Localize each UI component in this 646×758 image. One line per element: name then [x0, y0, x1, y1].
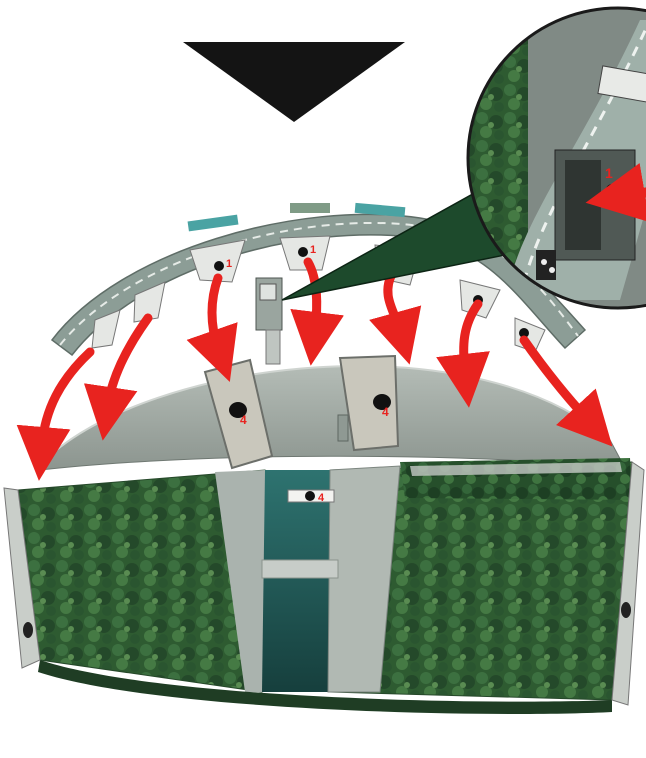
center-tab-hole: [305, 491, 315, 501]
top-block-2: [290, 203, 330, 213]
down-triangle-icon: [183, 42, 405, 122]
slot-label-right: 4: [382, 405, 389, 419]
side-hole-right: [621, 602, 631, 618]
top-block-1: [188, 215, 239, 232]
lower-part: 4 4 4: [4, 356, 644, 714]
arrow-4: [308, 262, 317, 330]
slot-label-left: 4: [240, 413, 247, 427]
zoom-label: 1: [605, 165, 613, 181]
side-hole-left: [23, 622, 33, 638]
dome-post: [338, 415, 348, 441]
dome-surface: [40, 366, 625, 470]
post-base: [266, 330, 280, 364]
zoom-arrow: [625, 190, 646, 196]
arrow-3: [212, 278, 218, 348]
hang-tab-3-label: 1: [226, 258, 232, 270]
hang-tab-4-label: 1: [310, 244, 316, 256]
center-tab-label: 4: [318, 492, 325, 504]
bridge: [262, 560, 338, 578]
arrow-6: [464, 304, 478, 372]
